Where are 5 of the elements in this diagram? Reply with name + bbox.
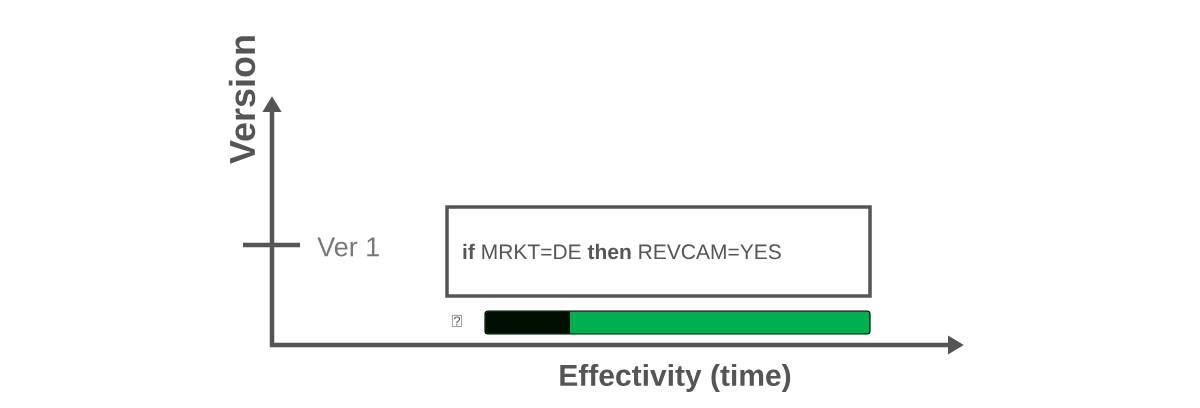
timeline-bar [484, 310, 871, 335]
tick-label: Ver 1 [317, 237, 379, 257]
axis-title: Effectivity (time) [560, 364, 791, 392]
placeholder-glyph: ? [452, 315, 462, 327]
axis-title: Version [228, 36, 256, 164]
